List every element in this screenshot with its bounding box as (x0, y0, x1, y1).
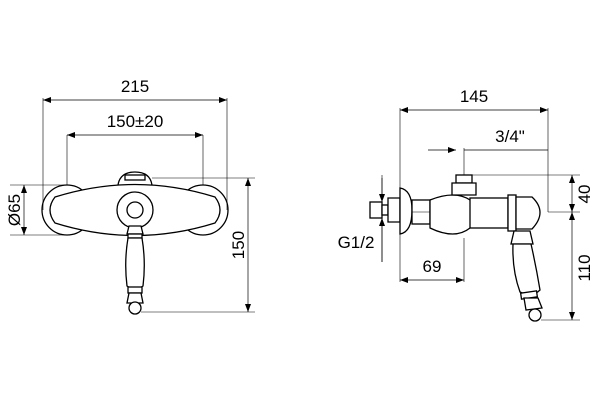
dim-diameter: Ø65 (5, 194, 24, 226)
dim-height: 150 (229, 231, 248, 259)
dim-center-distance: 150±20 (107, 112, 164, 131)
dim-inlet: G1/2 (338, 233, 375, 252)
side-view: 145 3/4" 40 110 G1/2 69 (338, 87, 594, 322)
dim-overall-depth: 145 (460, 87, 488, 106)
dim-top-height: 40 (575, 185, 594, 204)
front-view: 215 150±20 Ø65 150 (5, 77, 255, 315)
dim-lower-height: 110 (575, 254, 594, 281)
dim-depth: 69 (423, 257, 442, 276)
mixer-body (41, 171, 229, 315)
dim-overall-width: 215 (121, 77, 149, 96)
mixer-side-body (369, 174, 543, 322)
dim-connection: 3/4" (495, 127, 525, 146)
